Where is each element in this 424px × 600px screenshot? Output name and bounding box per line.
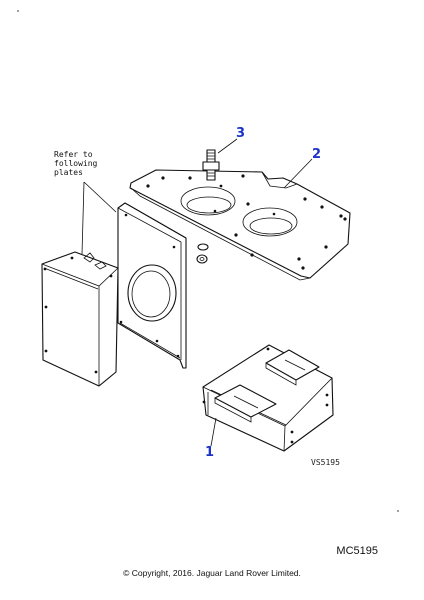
left-control-module — [41, 251, 119, 387]
note-line-3: plates — [54, 168, 83, 177]
mounting-stud — [202, 149, 220, 181]
mounting-bracket — [117, 202, 187, 369]
callout-part-1: 1 — [205, 445, 214, 460]
reference-note: Refer to following plates — [54, 150, 98, 177]
drawing-reference: VS5195 — [311, 458, 340, 467]
note-line-1: Refer to — [54, 150, 93, 159]
note-line-2: following — [54, 159, 98, 168]
copyright-notice: © Copyright, 2016. Jaguar Land Rover Lim… — [123, 568, 301, 578]
plate-code: MC5195 — [336, 545, 378, 557]
leader-lines — [81, 138, 313, 447]
callout-part-3: 3 — [236, 126, 245, 141]
washer-nut — [196, 243, 209, 264]
mounting-plate — [129, 169, 351, 281]
ecu-module — [202, 344, 334, 452]
callout-part-2: 2 — [312, 147, 321, 162]
